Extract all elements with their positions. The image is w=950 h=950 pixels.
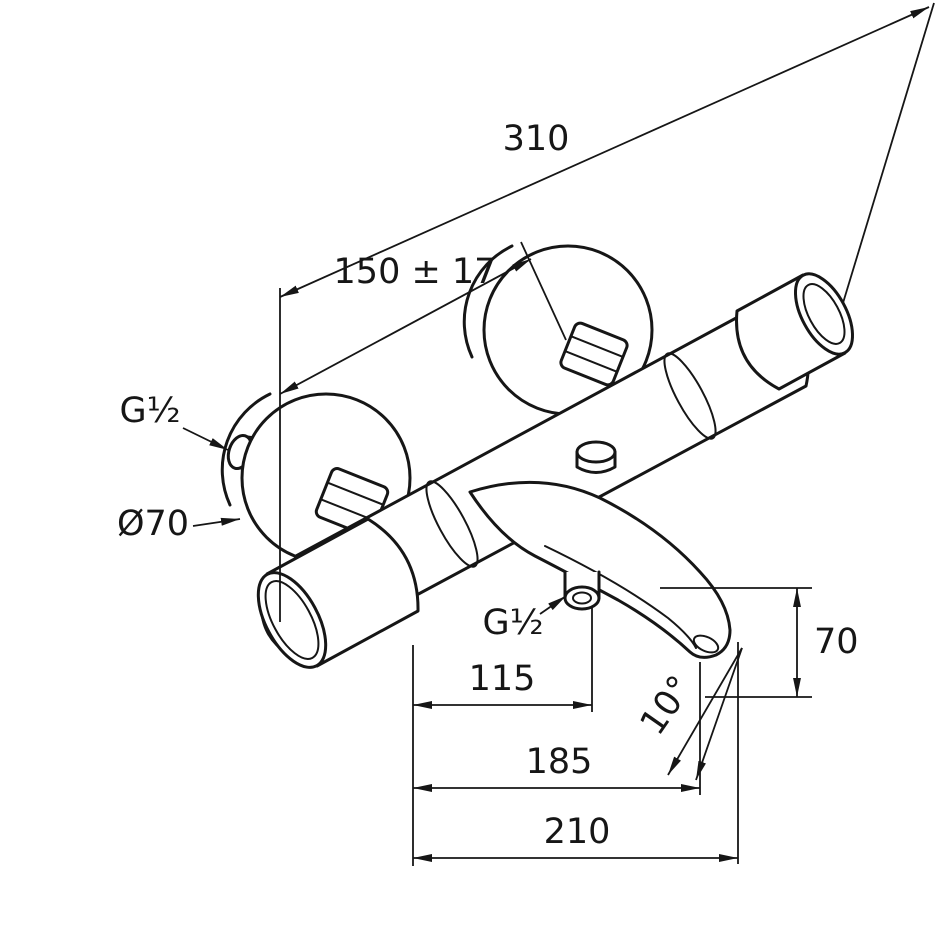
dim-150-label: 150 ± 17 xyxy=(334,252,497,292)
label-inlet-thread: G½ xyxy=(119,391,229,451)
escutcheon-diameter-label: Ø70 xyxy=(117,504,189,544)
inlet-thread-label: G½ xyxy=(119,391,180,431)
outlet-thread-label: G½ xyxy=(482,603,543,643)
angle-10: 10° xyxy=(633,647,743,781)
shower-outlet-port xyxy=(563,570,601,611)
label-escutcheon-diameter: Ø70 xyxy=(117,504,241,544)
diverter-knob xyxy=(575,440,617,474)
dim-70-label: 70 xyxy=(814,622,859,662)
flow-handle xyxy=(735,272,855,391)
dim-115: 115 xyxy=(412,608,593,866)
dim-150: 150 ± 17 xyxy=(279,241,567,395)
dim-185-label: 185 xyxy=(526,742,593,782)
dim-70: 70 xyxy=(660,587,859,698)
right-union-nut xyxy=(559,321,629,387)
spout xyxy=(468,480,732,659)
temperature-knob xyxy=(256,517,420,669)
dim-210: 210 xyxy=(413,642,739,864)
dim-185: 185 xyxy=(413,662,701,795)
dim-210-label: 210 xyxy=(544,812,611,852)
dim-115-label: 115 xyxy=(469,659,536,699)
angle-10-label: 10° xyxy=(633,669,701,743)
dim-310-label: 310 xyxy=(503,119,570,159)
label-outlet-thread: G½ xyxy=(482,595,567,643)
